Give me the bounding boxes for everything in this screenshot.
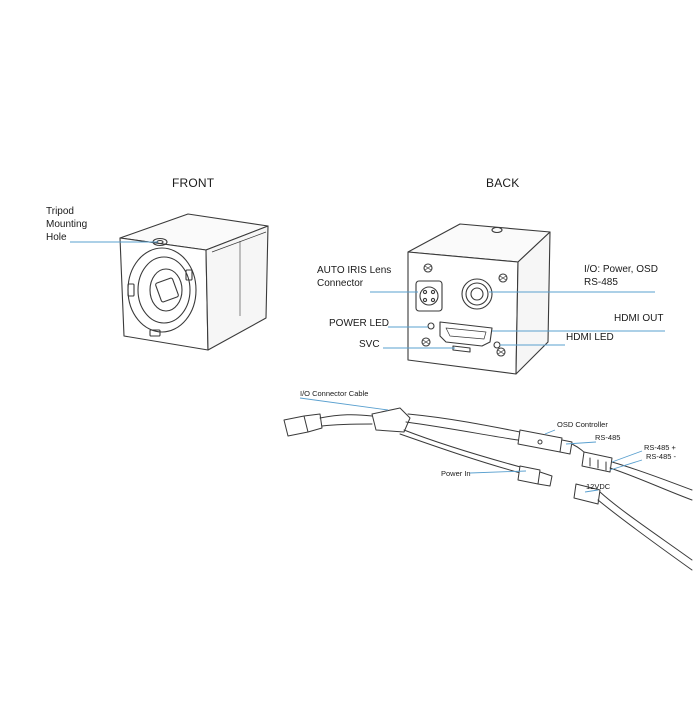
hdmi-out-label: HDMI OUT: [614, 313, 664, 324]
tripod-label-line2: Mounting: [46, 219, 88, 230]
lens-inner-ring: [137, 256, 191, 324]
front-heading: FRONT: [172, 176, 215, 190]
rs485-terminal-icon: [581, 451, 613, 473]
io-connector-cable-label: I/O Connector Cable: [300, 389, 369, 398]
auto-iris-label-line2: Connector: [317, 278, 364, 289]
sensor-icon: [155, 277, 179, 303]
svc-slot-icon: [452, 345, 471, 353]
hdmi-led-label: HDMI LED: [566, 332, 614, 343]
io-label-line1: I/O: Power, OSD: [584, 264, 658, 275]
lens-opening: [149, 268, 183, 312]
io-label-line2: RS-485: [584, 277, 618, 288]
power-led-icon: [427, 322, 435, 330]
hdmi-port-icon: [439, 321, 493, 347]
io-cable: [283, 407, 693, 571]
power-in-label: Power In: [441, 469, 471, 478]
back-leaders: [370, 291, 665, 349]
rs485-label: RS-485: [595, 433, 621, 442]
tripod-label-line3: Hole: [46, 232, 67, 243]
svc-label: SVC: [359, 339, 380, 350]
osd-controller-label: OSD Controller: [557, 420, 608, 429]
screw-icon: [423, 263, 433, 273]
front-camera: [119, 213, 269, 351]
back-camera: [407, 223, 551, 375]
rs485-minus-label: RS-485 -: [646, 452, 677, 461]
power-in-connector-icon: [517, 465, 541, 485]
auto-iris-label-line1: AUTO IRIS Lens: [317, 265, 392, 276]
back-heading: BACK: [486, 176, 520, 190]
auto-iris-connector-icon: [415, 280, 443, 312]
osd-controller-icon: [517, 429, 563, 453]
vdc-label: 12VDC: [586, 482, 611, 491]
cable-leaders: [299, 397, 643, 493]
tripod-label-line1: Tripod: [46, 206, 74, 217]
rs485-plus-label: RS-485 +: [644, 443, 676, 452]
io-connector-icon: [461, 278, 493, 310]
dc-plug-icon: [573, 483, 601, 505]
power-led-label: POWER LED: [329, 318, 390, 329]
